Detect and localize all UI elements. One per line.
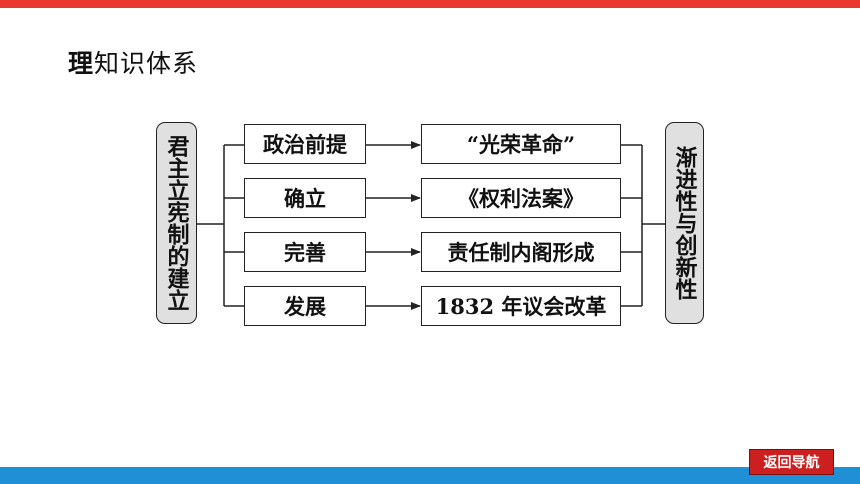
stage-box-4: 发展	[244, 286, 366, 326]
page-title: 理知识体系	[68, 44, 198, 80]
right-topic-box: 渐进性与创新性	[665, 122, 704, 324]
result-box-4: 1832 年议会改革	[421, 286, 621, 326]
result-box-1: “光荣革命”	[421, 124, 621, 164]
page-title-rest: 知识体系	[94, 49, 199, 78]
stage-label-4: 发展	[284, 294, 326, 319]
stage-label-1: 政治前提	[263, 132, 347, 157]
left-topic-box: 君主立宪制的建立	[156, 122, 197, 324]
top-accent-bar	[0, 0, 860, 8]
result-label-3: 责任制内阁形成	[447, 240, 595, 265]
result-label-2: 《权利法案》	[458, 186, 584, 211]
stage-label-3: 完善	[284, 240, 326, 265]
result-label-4: 1832 年议会改革	[435, 294, 607, 319]
stage-box-3: 完善	[244, 232, 366, 272]
result-box-2: 《权利法案》	[421, 178, 621, 218]
bottom-accent-bar	[0, 467, 860, 484]
stage-box-2: 确立	[244, 178, 366, 218]
return-navigation-label: 返回导航	[763, 455, 820, 471]
result-label-1: “光荣革命”	[466, 132, 576, 157]
stage-label-2: 确立	[284, 186, 326, 211]
left-topic-label: 君主立宪制的建立	[163, 135, 190, 311]
stage-box-1: 政治前提	[244, 124, 366, 164]
page-title-lead: 理	[68, 49, 95, 78]
return-navigation-button[interactable]: 返回导航	[749, 449, 834, 475]
result-box-3: 责任制内阁形成	[421, 232, 621, 272]
right-topic-label: 渐进性与创新性	[671, 146, 698, 300]
